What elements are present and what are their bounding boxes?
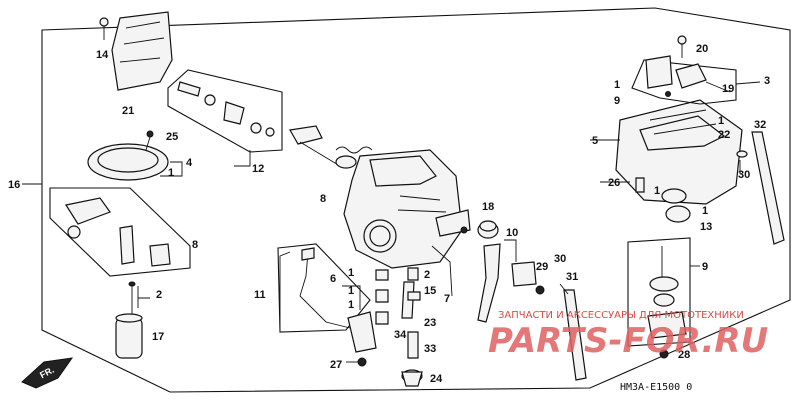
callout-6: 6 (330, 273, 336, 285)
callout-21: 21 (122, 105, 134, 117)
float-set (645, 35, 731, 97)
callout-4: 4 (186, 157, 193, 169)
callout-33: 33 (424, 343, 436, 355)
callout-20: 20 (696, 43, 708, 55)
insulator-tube (115, 313, 143, 359)
throttle-shaft-parts (177, 81, 275, 137)
callout-17: 17 (152, 331, 164, 343)
watermark-tagline: ЗАПЧАСТИ И АКСЕССУАРЫ ДЛЯ МОТОТЕХНИКИ (498, 310, 744, 321)
assembly-border (41, 7, 791, 393)
choke-spring-link (289, 125, 373, 169)
link-kit-frame (49, 187, 191, 277)
callout-16: 16 (8, 179, 20, 191)
callout-11: 11 (254, 289, 266, 301)
callout-18: 18 (482, 201, 494, 213)
callout-29: 29 (536, 261, 548, 273)
callout-24: 24 (430, 373, 443, 385)
callout-13: 13 (700, 221, 712, 233)
callout-30-lower: 30 (554, 253, 566, 265)
callout-1-chamber: 1 (718, 115, 724, 127)
link-cable (299, 247, 377, 353)
callout-2-jet: 2 (424, 269, 430, 281)
callout-1-chamber-b: 1 (654, 185, 660, 197)
site-watermark: ЗАПЧАСТИ И АКСЕССУАРЫ ДЛЯ МОТОТЕХНИКИ PA… (488, 310, 768, 361)
callout-5: 5 (592, 135, 598, 147)
callout-12: 12 (252, 163, 264, 175)
callout-34: 34 (394, 329, 407, 341)
callout-28: 28 (678, 349, 690, 361)
throttle-lever (477, 243, 545, 323)
callout-15: 15 (424, 285, 436, 297)
overflow-hose (736, 131, 785, 245)
callout-8-middle: 8 (320, 193, 326, 205)
callout-30-upper: 30 (738, 169, 750, 181)
jet-set (346, 267, 423, 387)
drain-kit-frame (627, 237, 691, 347)
callout-leaders (22, 81, 761, 330)
callout-31: 31 (566, 271, 578, 283)
front-direction-arrow: FR. (21, 357, 74, 389)
callout-23: 23 (424, 317, 436, 329)
callout-1-pump: 1 (168, 167, 174, 179)
float-chamber (615, 99, 743, 223)
callout-8-left: 8 (192, 239, 198, 251)
drain-hose (559, 283, 587, 381)
callout-1-jet-a: 1 (348, 267, 354, 279)
carburetor-body (343, 149, 471, 297)
callout-32: 32 (754, 119, 766, 131)
callout-1-jet-b: 1 (348, 285, 354, 297)
callout-7: 7 (444, 293, 450, 305)
callout-27: 27 (330, 359, 342, 371)
callout-10: 10 (506, 227, 518, 239)
link-plates (65, 197, 171, 267)
pump-diaphragm (647, 246, 687, 359)
accelerator-pump-cover (87, 130, 169, 181)
watermark-logo: PARTS-FOR.RU (488, 321, 768, 361)
callout-22: 22 (718, 129, 730, 141)
callout-26: 26 (608, 177, 620, 189)
callout-9-float: 9 (614, 95, 620, 107)
callout-labels: 14 21 25 4 1 16 8 2 17 12 8 11 6 1 1 1 2… (8, 43, 770, 385)
callout-1-chamber-c: 1 (702, 205, 708, 217)
shaft-kit-frame (167, 69, 283, 153)
callout-2-left: 2 (156, 289, 162, 301)
callout-9-drain: 9 (702, 261, 708, 273)
callout-19: 19 (722, 83, 734, 95)
callout-14: 14 (96, 49, 109, 61)
plunger-cap (477, 220, 499, 239)
callout-25: 25 (166, 131, 178, 143)
air-cutoff-valve-cover (99, 11, 173, 91)
callout-1-jet-c: 1 (348, 299, 354, 311)
float-kit-frame (631, 59, 737, 105)
callout-3: 3 (764, 75, 770, 87)
callout-1-float: 1 (614, 79, 620, 91)
diagram-code: HM3A-E1500 0 (620, 382, 692, 393)
throttle-stop-screw (128, 281, 136, 314)
